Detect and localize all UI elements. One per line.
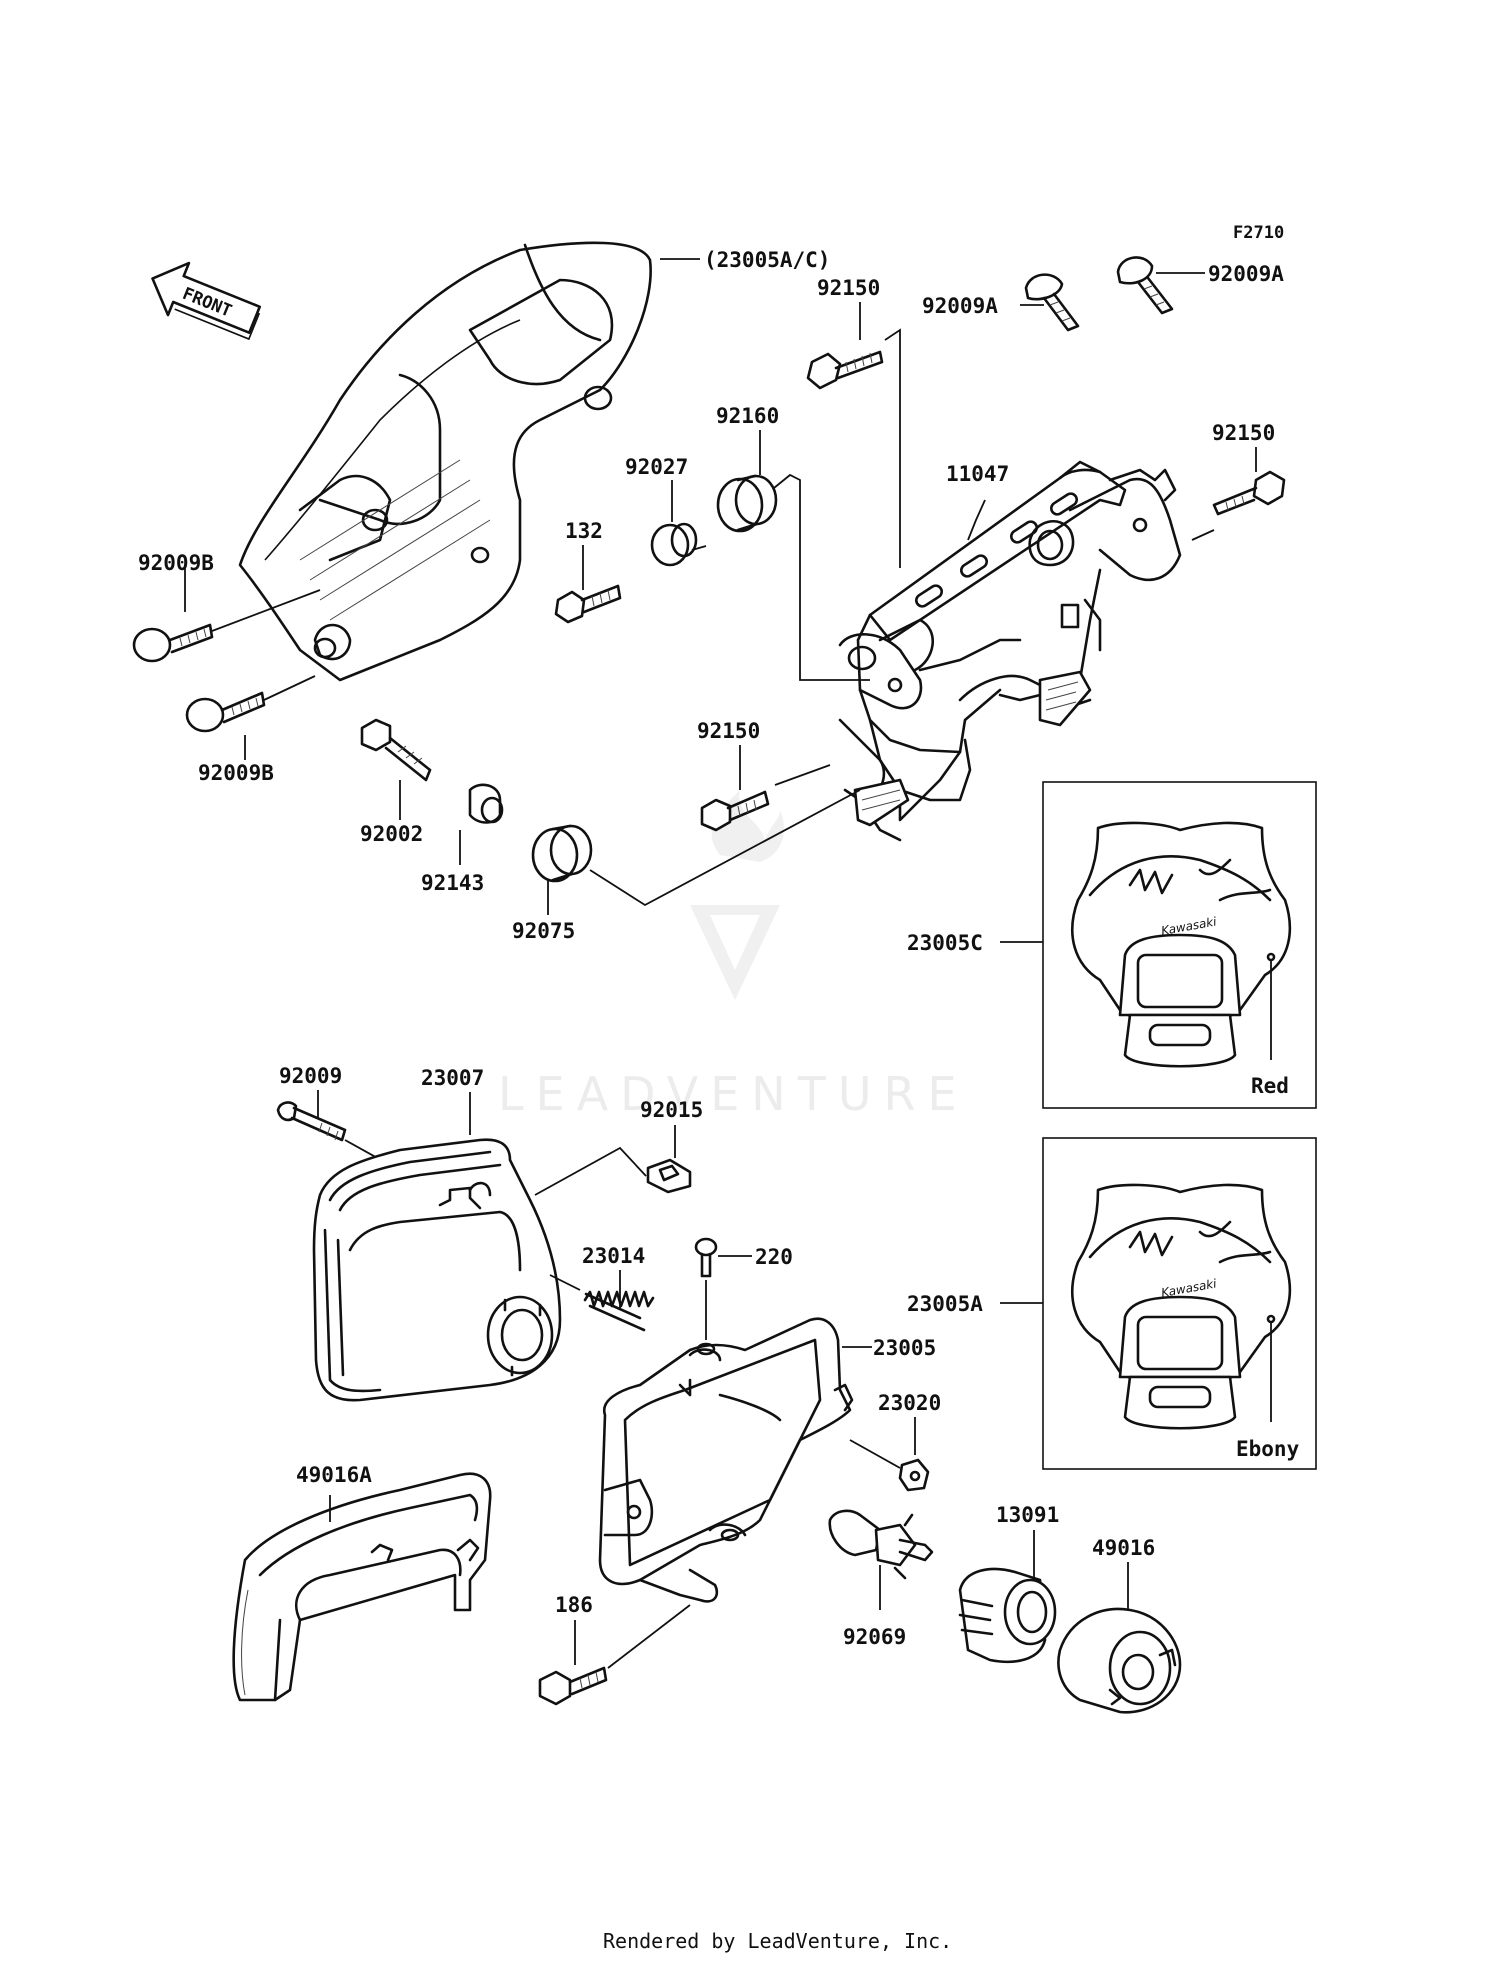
variant-box-23005a: Kawasaki Ebony [1042, 1137, 1317, 1470]
clip-92015 [646, 1158, 692, 1194]
label-23005: 23005 [873, 1336, 936, 1360]
leadventure-watermark: LEADVENTURE [498, 790, 969, 1121]
label-13091: 13091 [996, 1503, 1059, 1527]
grommet-92160 [716, 474, 778, 533]
bolt-92150-top [806, 350, 884, 390]
label-92009b-upper: 92009B [138, 551, 214, 575]
label-49016a: 49016A [296, 1463, 372, 1487]
label-186: 186 [555, 1593, 593, 1617]
label-92150-right: 92150 [1212, 421, 1275, 445]
label-23005ac: (23005A/C) [704, 248, 830, 272]
screw-92009 [276, 1101, 347, 1142]
label-11047: 11047 [946, 462, 1009, 486]
footer-credit: Rendered by LeadVenture, Inc. [603, 1929, 952, 1953]
screw-92009a-top [1116, 256, 1174, 315]
screw-92009b-lower [185, 691, 266, 733]
front-arrow: FRONT [151, 261, 262, 341]
label-23007: 23007 [421, 1066, 484, 1090]
spring-23014 [583, 1290, 655, 1332]
bolt-186 [538, 1666, 608, 1706]
screw-220 [694, 1237, 718, 1278]
headlight-housing-23005 [598, 1317, 854, 1603]
bolt-92150-right [1212, 470, 1286, 516]
socket-13091 [958, 1567, 1057, 1664]
headlight-bracket-11047 [838, 460, 1182, 842]
label-49016: 49016 [1092, 1536, 1155, 1560]
rubber-boot-49016 [1057, 1607, 1182, 1714]
label-23005a: 23005A [907, 1292, 983, 1316]
label-92009b-lower: 92009B [198, 761, 274, 785]
label-23005c: 23005C [907, 931, 983, 955]
collar-92143 [468, 783, 504, 824]
watermark-text: LEADVENTURE [498, 1067, 969, 1121]
label-92027: 92027 [625, 455, 688, 479]
label-92009a-mid: 92009A [922, 294, 998, 318]
headlight-unit-23007 [312, 1138, 562, 1402]
label-92150-lower: 92150 [697, 719, 760, 743]
nut-23020 [898, 1458, 930, 1492]
label-92160: 92160 [716, 404, 779, 428]
label-220: 220 [755, 1245, 793, 1269]
bolt-92002 [360, 718, 432, 782]
label-red: Red [1251, 1074, 1289, 1098]
diagram-code: F2710 [1233, 223, 1284, 243]
label-92075: 92075 [512, 919, 575, 943]
bulb-92069 [828, 1509, 934, 1580]
label-23020: 23020 [878, 1391, 941, 1415]
label-92069: 92069 [843, 1625, 906, 1649]
label-23014: 23014 [582, 1244, 645, 1268]
screw-92009a-mid [1024, 273, 1080, 332]
variant-box-23005c: Kawasaki Red [1042, 781, 1317, 1109]
headlight-cowl-side [238, 241, 652, 682]
grommet-92075 [531, 824, 593, 883]
label-92015: 92015 [640, 1098, 703, 1122]
label-92150-top: 92150 [817, 276, 880, 300]
label-132: 132 [565, 519, 603, 543]
label-ebony: Ebony [1236, 1437, 1300, 1461]
label-92009: 92009 [279, 1064, 342, 1088]
bolt-132 [554, 584, 622, 624]
label-92002: 92002 [360, 822, 423, 846]
label-92143: 92143 [421, 871, 484, 895]
collar-92027 [650, 522, 698, 567]
cover-49016a [232, 1472, 492, 1702]
label-92009a-top: 92009A [1208, 262, 1284, 286]
bolt-92150-lower [700, 790, 770, 832]
screw-92009b-upper [132, 623, 214, 663]
